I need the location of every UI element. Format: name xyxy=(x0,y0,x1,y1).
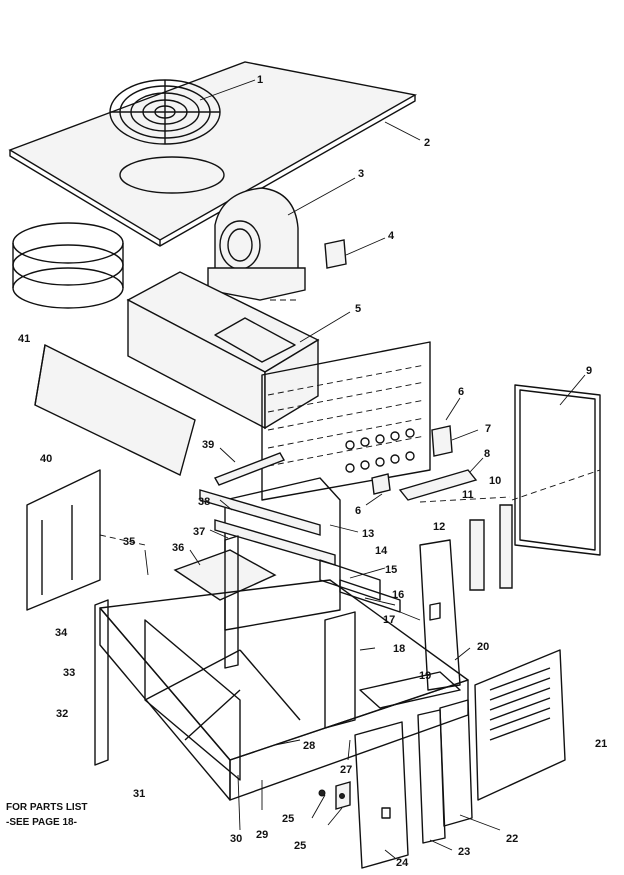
label-part-29: 29 xyxy=(256,829,268,841)
label-part-25-upper: 25 xyxy=(282,813,294,825)
leader-lines xyxy=(99,79,601,859)
label-part-41: 41 xyxy=(18,333,30,345)
label-part-31: 31 xyxy=(133,788,145,800)
access-panel-23 xyxy=(417,709,446,844)
heater-element-panel xyxy=(261,341,431,501)
parts-list-note-line1: FOR PARTS LIST xyxy=(6,802,87,813)
label-part-21: 21 xyxy=(595,738,607,750)
top-cover-panel xyxy=(8,61,417,247)
blower-base-box xyxy=(126,271,320,430)
label-part-6-lower: 6 xyxy=(355,505,361,517)
label-part-34: 34 xyxy=(55,627,68,639)
label-part-30: 30 xyxy=(230,833,242,845)
fan-grille xyxy=(109,79,221,145)
access-panel-22 xyxy=(439,699,473,827)
label-part-19: 19 xyxy=(419,670,431,682)
label-part-28: 28 xyxy=(303,740,315,752)
label-part-40: 40 xyxy=(40,453,52,465)
label-part-33: 33 xyxy=(63,667,75,679)
label-part-15: 15 xyxy=(385,564,397,576)
label-part-10: 10 xyxy=(489,475,501,487)
cabinet-frame xyxy=(173,477,461,729)
rail-part-39 xyxy=(213,452,286,486)
label-part-38: 38 xyxy=(198,496,210,508)
label-part-17: 17 xyxy=(383,614,395,626)
label-part-16: 16 xyxy=(392,589,404,601)
blower-housing xyxy=(207,187,306,301)
label-part-5: 5 xyxy=(355,303,361,315)
label-part-2: 2 xyxy=(424,137,430,149)
label-part-37: 37 xyxy=(193,526,205,538)
label-part-22: 22 xyxy=(506,833,518,845)
label-part-39: 39 xyxy=(202,439,214,451)
label-part-35: 35 xyxy=(123,536,135,548)
label-part-36: 36 xyxy=(172,542,184,554)
bracket-part-4 xyxy=(324,239,347,269)
label-part-14: 14 xyxy=(375,545,388,557)
access-panel-24 xyxy=(354,721,409,869)
label-part-7: 7 xyxy=(485,423,491,435)
latch-parts-25-26 xyxy=(318,781,351,810)
label-part-20: 20 xyxy=(477,641,489,653)
label-part-12: 12 xyxy=(433,521,445,533)
access-panel-21 xyxy=(474,649,566,801)
parts-list-note-line2: -SEE PAGE 18- xyxy=(6,817,77,828)
label-part-1: 1 xyxy=(257,74,263,86)
label-part-27: 27 xyxy=(340,764,352,776)
deflector-panel xyxy=(34,343,196,476)
label-part-9: 9 xyxy=(586,365,592,377)
left-side-panels xyxy=(26,469,109,766)
label-part-6-upper: 6 xyxy=(458,386,464,398)
parts-list-note: FOR PARTS LIST -SEE PAGE 18- xyxy=(6,802,87,828)
label-part-23: 23 xyxy=(458,846,470,858)
label-part-4: 4 xyxy=(388,230,395,242)
base-pan xyxy=(99,579,469,801)
label-part-13: 13 xyxy=(362,528,374,540)
filter-rails xyxy=(469,504,513,591)
bracket-parts-6-7-8 xyxy=(371,425,478,501)
label-part-11: 11 xyxy=(462,489,474,501)
label-part-24: 24 xyxy=(396,857,409,869)
air-filter xyxy=(514,384,601,556)
label-part-3: 3 xyxy=(358,168,364,180)
label-part-25-lower: 25 xyxy=(294,840,306,852)
coil-rings xyxy=(12,222,124,309)
part-labels: 1 2 3 4 5 6 7 8 6 9 10 11 12 13 14 15 16… xyxy=(18,74,607,869)
label-part-32: 32 xyxy=(56,708,68,720)
label-part-18: 18 xyxy=(393,643,405,655)
label-part-8: 8 xyxy=(484,448,490,460)
